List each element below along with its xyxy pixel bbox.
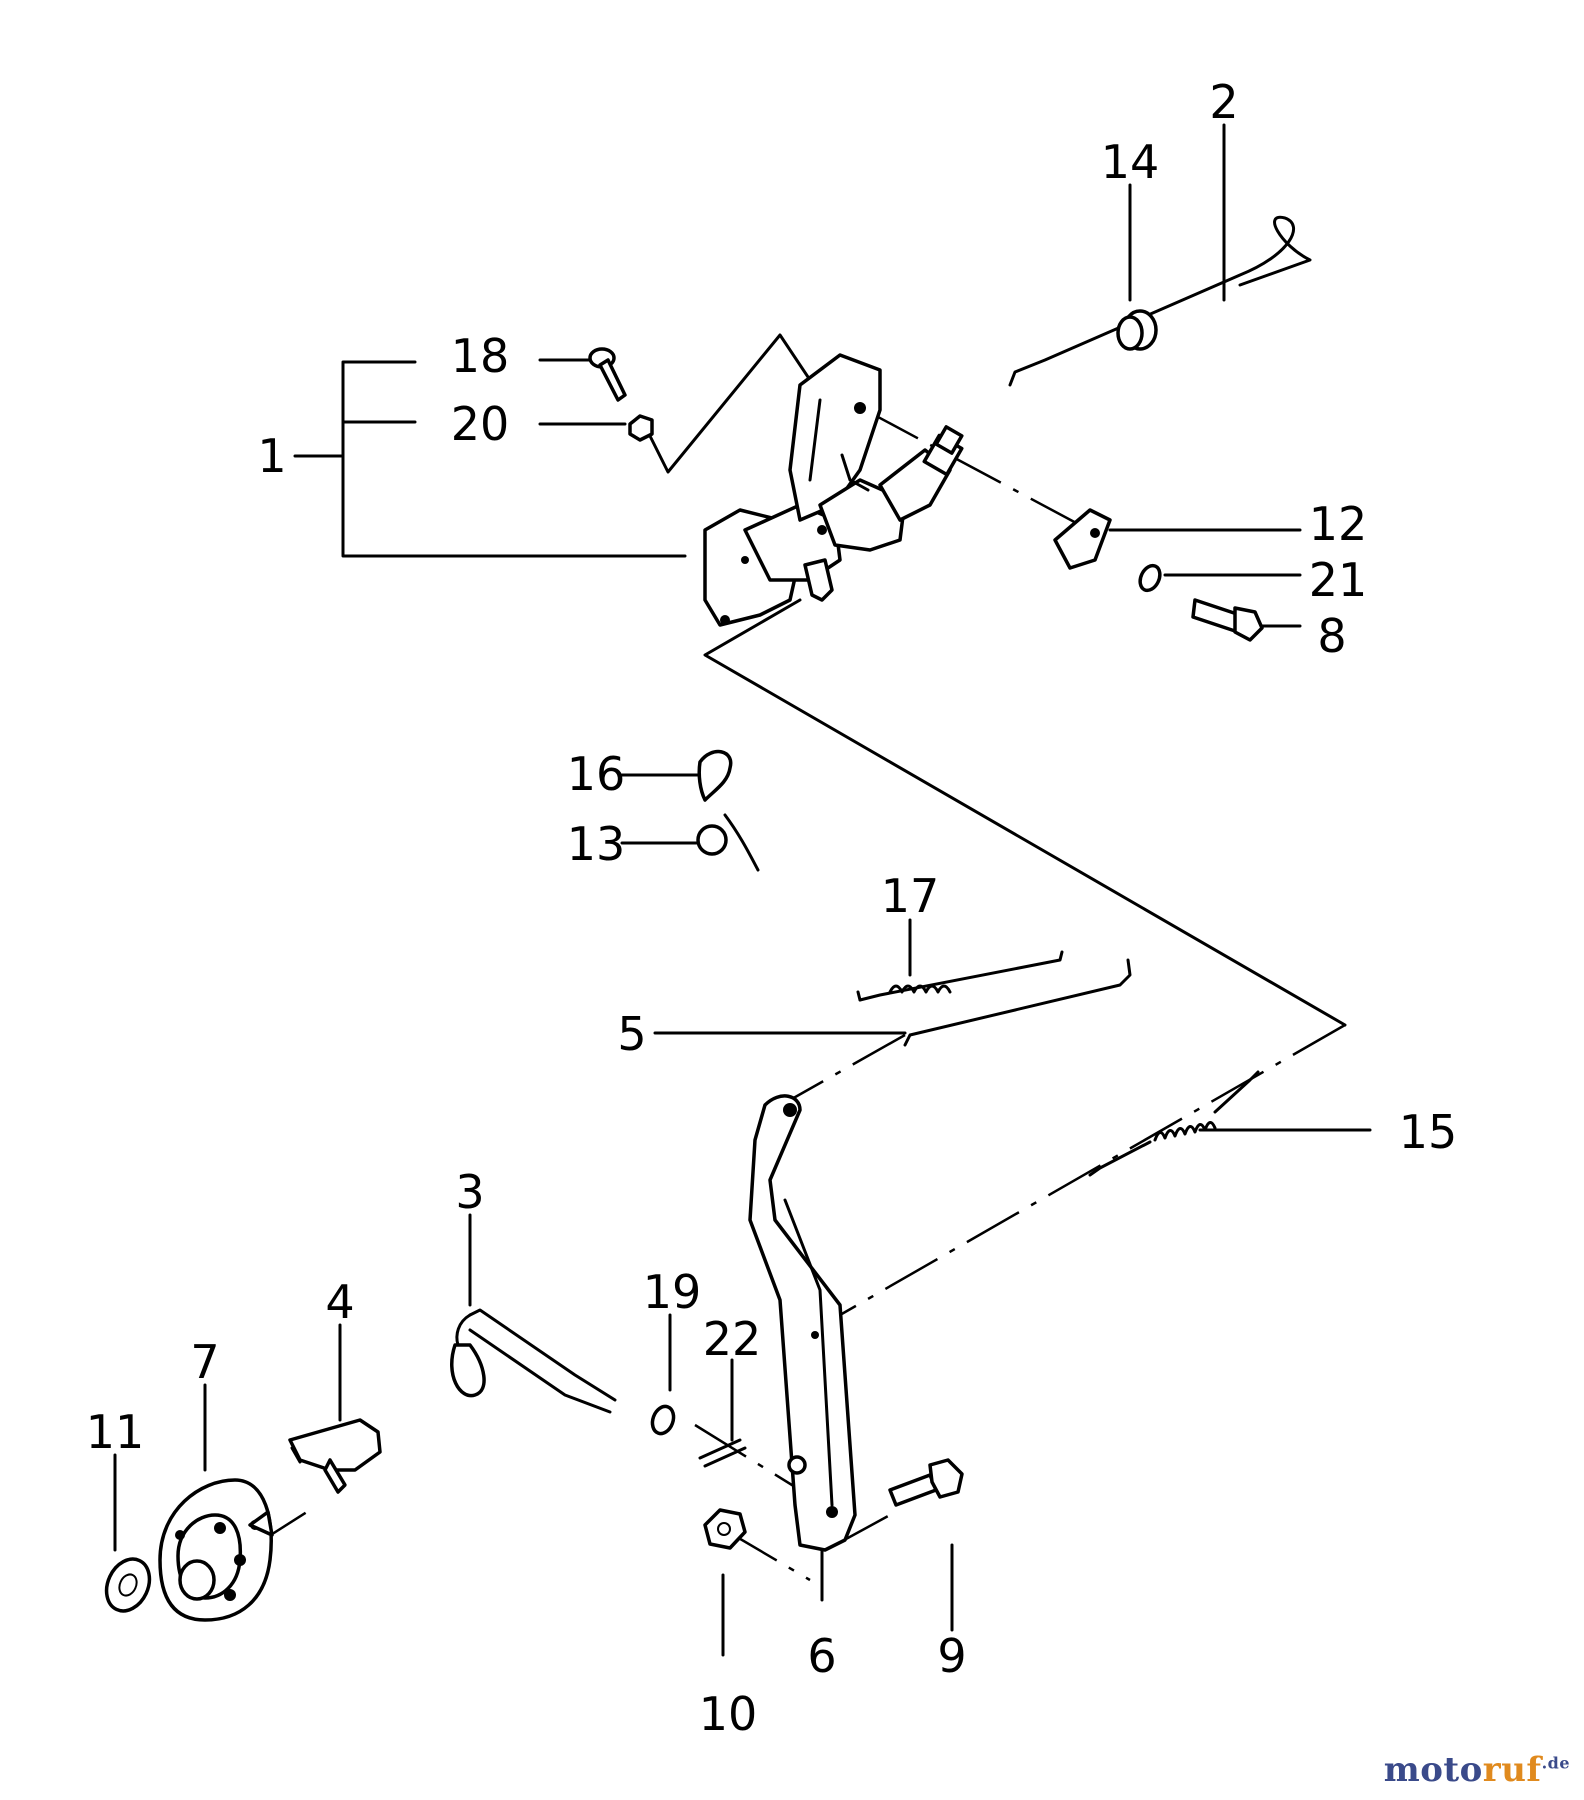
dash-5-to-lever: [789, 1033, 906, 1102]
callout-22: 22: [703, 1312, 762, 1366]
part-21-washer: [1138, 563, 1162, 593]
callout-21: 21: [1309, 553, 1368, 607]
leader-zigzag-20: [646, 333, 832, 474]
callout-17: 17: [881, 869, 940, 923]
part-2-control-rod: [1008, 215, 1312, 387]
callout-8: 8: [1317, 609, 1346, 663]
callout-16: 16: [567, 747, 626, 801]
callout-labels: 2 14 18 20 1 12 21 8 16 13 17 5 15 3 4 1…: [86, 75, 1458, 1741]
callout-5: 5: [617, 1007, 646, 1061]
callout-20: 20: [451, 397, 510, 451]
watermark-brand-a: moto: [1383, 1750, 1483, 1790]
callout-7: 7: [190, 1335, 219, 1389]
callout-18: 18: [451, 329, 510, 383]
rod-2-path: [1008, 215, 1312, 387]
part-22-pin: [698, 1438, 747, 1468]
callout-2: 2: [1209, 75, 1238, 129]
callout-13: 13: [567, 817, 626, 871]
watermark-brand-b: ruf: [1482, 1750, 1542, 1790]
part-20-nut: [628, 414, 654, 442]
part-14-grommet: [1116, 309, 1158, 351]
part-15-spring: [1088, 1070, 1260, 1177]
part-10-nut: [703, 1508, 747, 1550]
part-1-governor-bracket: [703, 353, 964, 627]
leader-lines: [113, 123, 1372, 1657]
dash-22-to-lever: [694, 1423, 801, 1492]
callout-3: 3: [455, 1165, 484, 1219]
callout-11: 11: [86, 1405, 145, 1459]
part-17-spring: [856, 950, 1064, 1002]
part-4-bushing: [288, 1418, 382, 1494]
part-5-rod: [903, 958, 1132, 1047]
callout-9: 9: [937, 1629, 966, 1683]
part-7-knob: [158, 1478, 274, 1622]
dash-15-to-lever: [839, 1023, 1346, 1317]
dash-12: [864, 408, 1081, 527]
callout-12: 12: [1309, 497, 1368, 551]
cable-route-line: [703, 598, 1347, 1027]
callout-4: 4: [325, 1275, 354, 1329]
part-12-clip: [1053, 508, 1112, 570]
callout-14: 14: [1101, 135, 1160, 189]
part-16-clamp: [697, 749, 733, 802]
callout-15: 15: [1399, 1105, 1458, 1159]
part-19-washer: [650, 1404, 676, 1436]
watermark-suffix: .de: [1541, 1753, 1570, 1773]
part-6-lever: [748, 1094, 857, 1552]
part-9-bolt: [888, 1458, 964, 1507]
part-13-clip: [696, 813, 760, 872]
callout-19: 19: [643, 1265, 702, 1319]
callout-10: 10: [699, 1687, 758, 1741]
callout-6: 6: [807, 1629, 836, 1683]
callout-1: 1: [257, 429, 286, 483]
part-11-washer: [104, 1557, 152, 1613]
part-18-screw: [588, 347, 627, 402]
motoruf-watermark: motoruf.de: [1384, 1750, 1570, 1790]
leader-bracket-1: [341, 360, 687, 558]
part-8-bolt: [1191, 598, 1264, 642]
part-3-bent-rod: [450, 1308, 617, 1414]
